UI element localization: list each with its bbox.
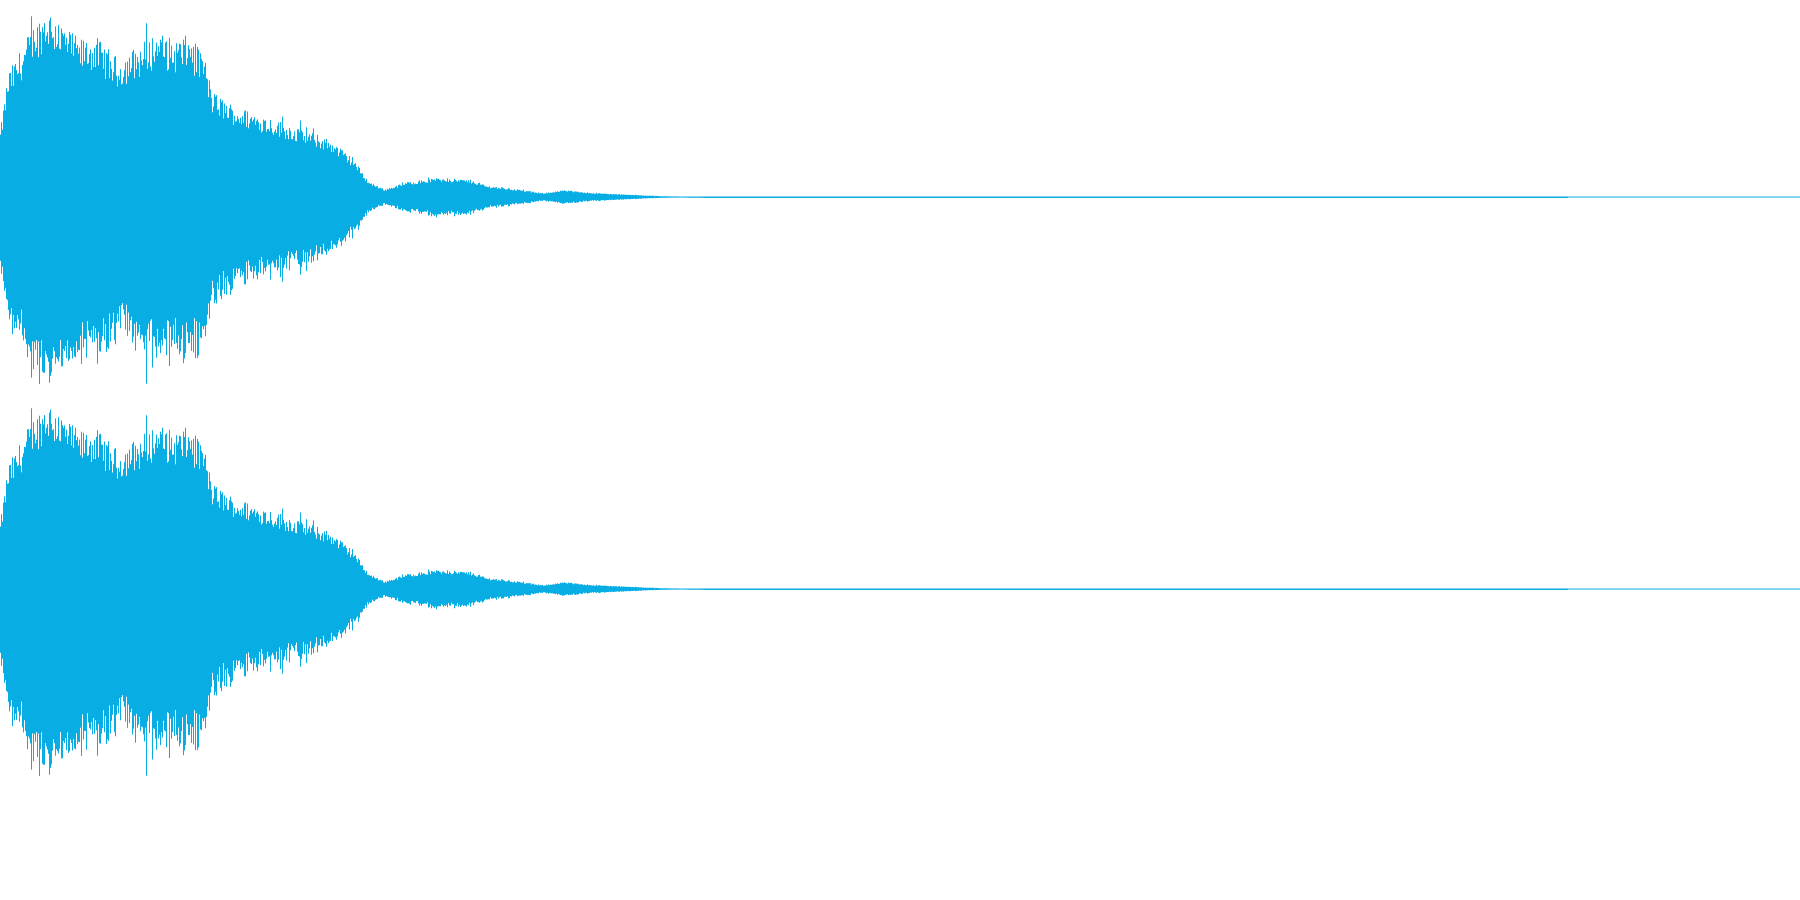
channel-right-waveform[interactable]	[0, 408, 1800, 777]
channel-left-waveform[interactable]	[0, 16, 1800, 385]
waveform-samples-right	[0, 408, 1568, 777]
waveform-samples-left	[0, 16, 1568, 385]
